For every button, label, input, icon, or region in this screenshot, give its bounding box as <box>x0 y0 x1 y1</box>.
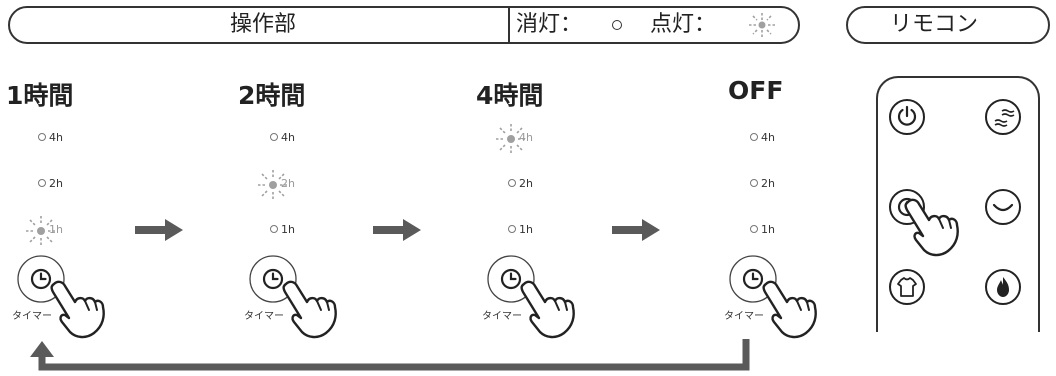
arrow-right-icon <box>612 219 660 241</box>
mode-icon[interactable] <box>984 188 1022 226</box>
off-indicator-icon <box>38 179 46 187</box>
remote-header <box>846 6 1050 44</box>
off-indicator-icon <box>508 179 516 187</box>
indicator-label: 4h <box>281 131 295 144</box>
off-indicator-icon <box>750 179 758 187</box>
indicator-label: 1h <box>49 223 63 236</box>
indicator-label: 1h <box>281 223 295 236</box>
remote-label: リモコン <box>890 12 979 37</box>
arrow-right-icon <box>373 219 421 241</box>
indicator-off: 4h <box>270 131 295 144</box>
lit-indicator-icon <box>496 124 526 154</box>
indicator-label: 4h <box>761 131 775 144</box>
step-title: 4時間 <box>476 81 544 110</box>
indicator-off: 2h <box>508 177 533 190</box>
pointing-hand-icon <box>762 280 817 339</box>
off-indicator-icon <box>270 225 278 233</box>
off-indicator-icon <box>270 133 278 141</box>
indicator-off: 1h <box>270 223 295 236</box>
indicator-label: 4h <box>519 131 533 144</box>
indicator-label: 2h <box>49 177 63 190</box>
panel-header <box>8 6 800 44</box>
legend-off-label: 消灯： <box>516 12 583 37</box>
pointing-hand-icon <box>520 280 575 339</box>
step-title: 1時間 <box>6 81 74 110</box>
indicator-off: 1h <box>508 223 533 236</box>
indicator-label: 4h <box>49 131 63 144</box>
indicator-label: 2h <box>519 177 533 190</box>
step-title: 2時間 <box>238 81 306 110</box>
shirt-icon[interactable] <box>888 268 926 306</box>
pointing-hand-icon <box>904 198 959 257</box>
timer-label: タイマー <box>482 311 522 322</box>
indicator-off: 1h <box>750 223 775 236</box>
timer-label: タイマー <box>12 311 52 322</box>
step-title: OFF <box>728 76 784 105</box>
timer-label: タイマー <box>724 311 764 322</box>
off-indicator-icon <box>38 133 46 141</box>
pointing-hand-icon <box>50 280 105 339</box>
indicator-off: 2h <box>38 177 63 190</box>
off-indicator-icon <box>750 133 758 141</box>
indicator-label: 2h <box>281 177 295 190</box>
indicator-off: 4h <box>750 131 775 144</box>
swing-icon[interactable] <box>984 98 1022 136</box>
loop-back-arrow-icon <box>30 339 750 371</box>
power-icon[interactable] <box>888 98 926 136</box>
panel-label: 操作部 <box>230 12 297 37</box>
off-indicator-icon <box>612 20 622 30</box>
timer-label: タイマー <box>244 311 284 322</box>
arrow-right-icon <box>135 219 183 241</box>
remote-control <box>876 76 1040 332</box>
lit-indicator-icon <box>26 216 56 246</box>
legend-on-label: 点灯： <box>650 12 717 37</box>
off-indicator-icon <box>750 225 758 233</box>
lit-indicator-icon <box>749 13 775 37</box>
off-indicator-icon <box>508 225 516 233</box>
pointing-hand-icon <box>282 280 337 339</box>
flame-icon[interactable] <box>984 268 1022 306</box>
indicator-label: 1h <box>761 223 775 236</box>
indicator-off: 2h <box>750 177 775 190</box>
indicator-label: 2h <box>761 177 775 190</box>
header-divider <box>508 8 510 42</box>
indicator-off: 4h <box>38 131 63 144</box>
indicator-label: 1h <box>519 223 533 236</box>
lit-indicator-icon <box>258 170 288 200</box>
